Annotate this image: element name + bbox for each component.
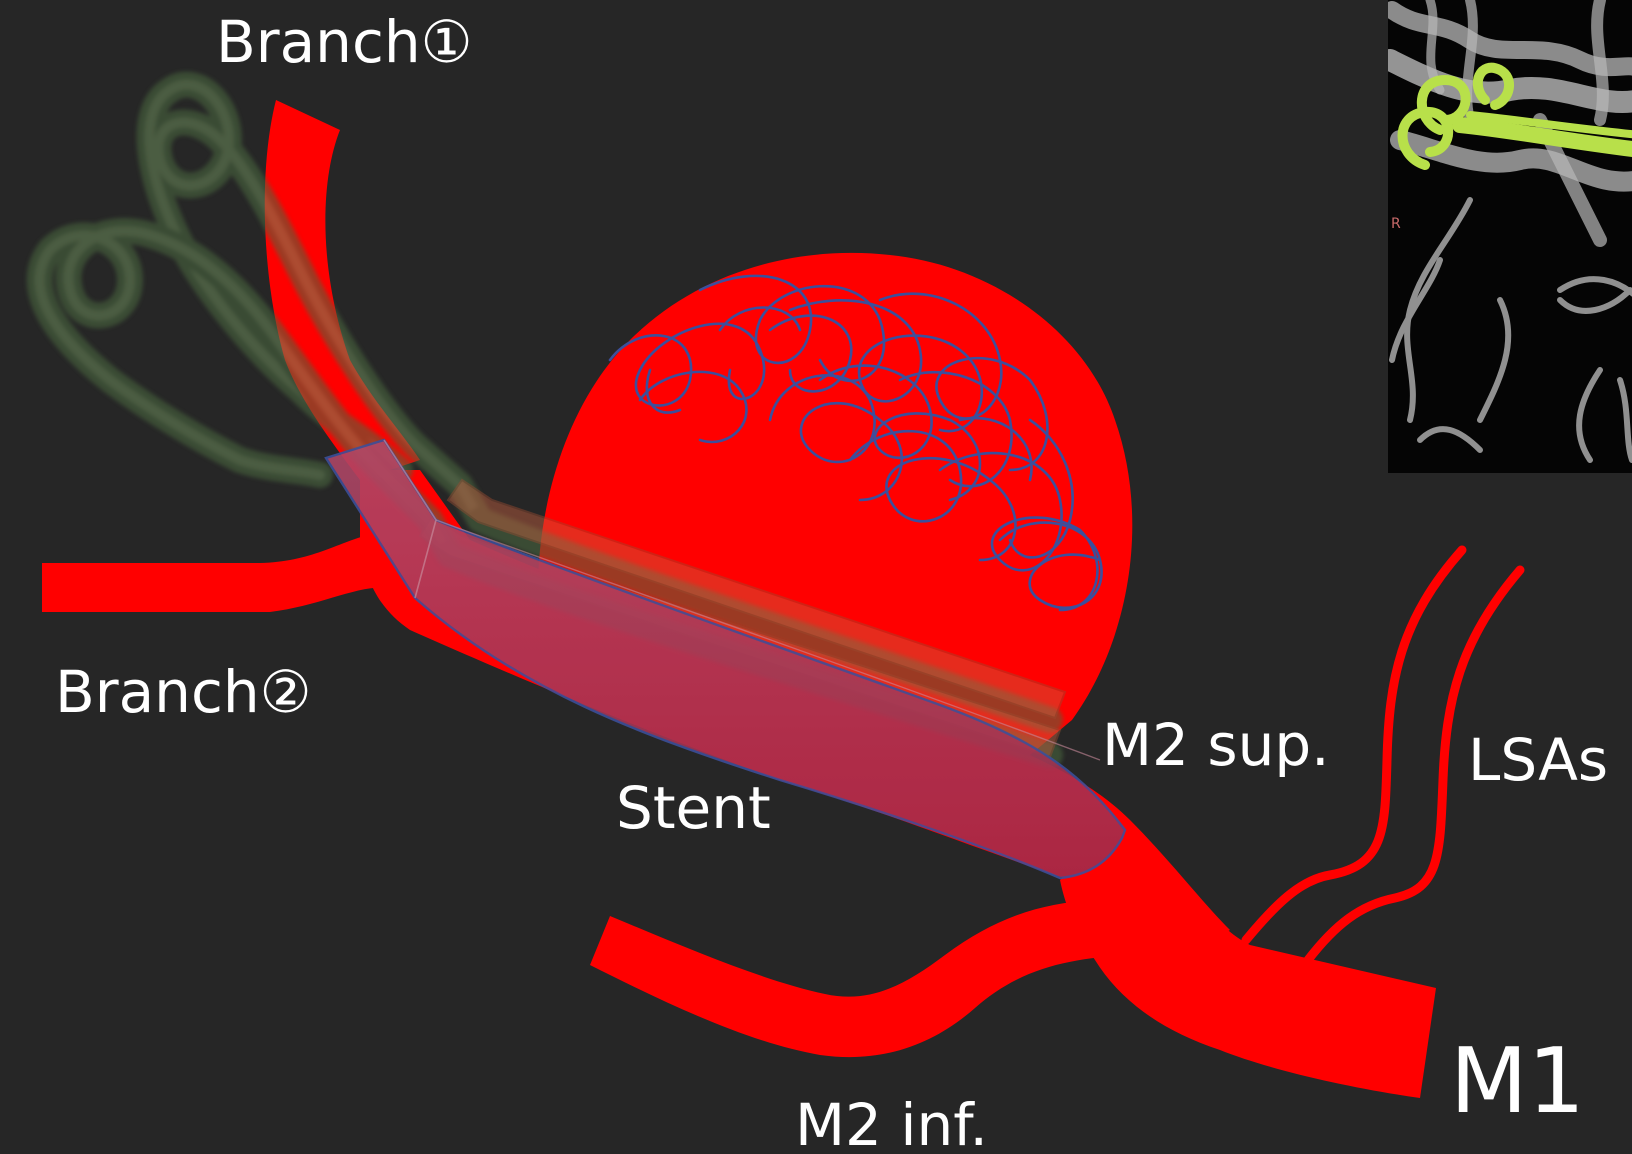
lsa-2 — [1303, 565, 1525, 965]
stent — [324, 438, 1127, 880]
stent-midline — [435, 519, 1101, 761]
label-m1: M1 — [1450, 1029, 1585, 1134]
catheter-1-shaft — [446, 478, 1067, 720]
lsa-1 — [1241, 545, 1467, 945]
inset-catheter — [1452, 117, 1632, 158]
inset-coil-2 — [1397, 107, 1454, 170]
m2-inf-vessel — [590, 900, 1130, 1058]
stent-body — [324, 438, 1127, 880]
inset-coil-3 — [1472, 62, 1514, 110]
label-m2-sup: M2 sup. — [1102, 711, 1330, 779]
coil-mass — [608, 274, 1103, 612]
inset-3d-angiogram: R — [1388, 0, 1632, 473]
labels: Branch① Branch② Stent M2 sup. LSAs M2 in… — [55, 8, 1608, 1154]
label-stent: Stent — [616, 774, 771, 842]
label-m2-inf: M2 inf. — [795, 1091, 988, 1154]
branch2-vessel — [42, 536, 396, 612]
inset-orientation-marker: R — [1391, 216, 1401, 232]
label-lsas: LSAs — [1468, 726, 1608, 794]
lsas-vessels — [1241, 545, 1525, 965]
label-branch2: Branch② — [55, 658, 312, 726]
m1-vessel — [1060, 844, 1436, 1098]
label-branch1: Branch① — [216, 8, 473, 76]
